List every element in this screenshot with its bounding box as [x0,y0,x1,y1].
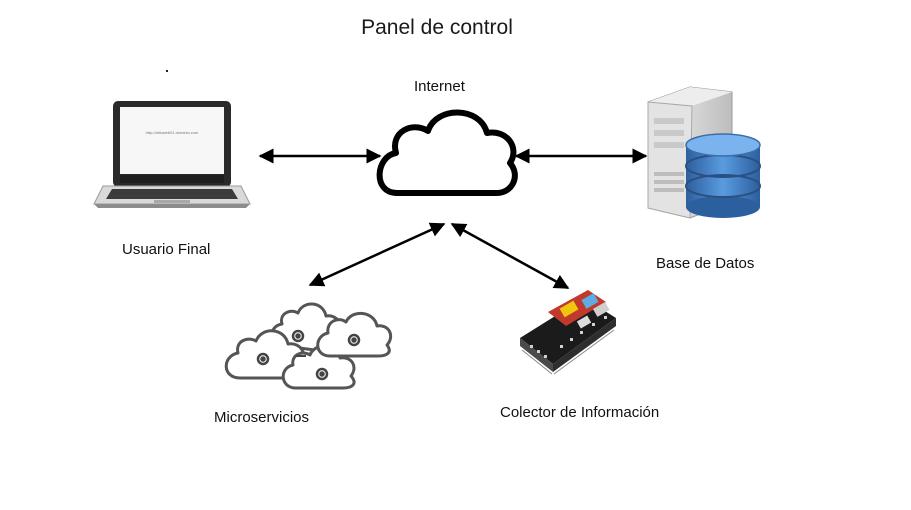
user-label: Usuario Final [122,241,211,258]
circuit-board-icon [520,290,616,375]
database-label: Base de Datos [656,255,755,272]
microservices-label: Microservicios [214,409,310,426]
laptop-screen-text: http://sitioweb01.dominio.com [146,130,199,135]
internet-label: Internet [414,78,465,95]
connection-internet-microservices [308,222,446,287]
connection-internet-collector [450,222,570,290]
gear-icons [256,329,361,381]
page-title: Panel de control [361,16,513,39]
laptop-icon: http://sitioweb01.dominio.com [93,101,251,208]
stray-dot [166,70,168,72]
collector-label: Colector de Información [500,404,660,421]
database-server-icon [647,86,761,219]
cloud-icon [376,109,518,196]
microservices-clouds-icon [224,302,393,390]
